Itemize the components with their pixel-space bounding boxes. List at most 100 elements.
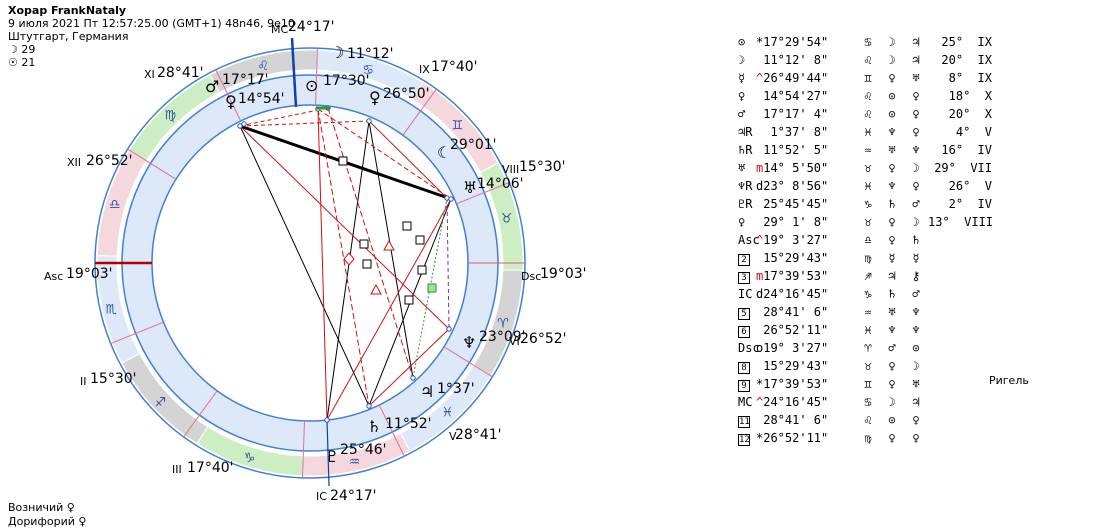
planet-positions-table: ⊙*17°29'54"♋☽♃25° IX☽ 11°12' 8"♌☽♃20° IX…	[738, 33, 994, 447]
row-symbol: ♇R	[738, 197, 753, 211]
zodiac-ring: ♎♍♌♋♊♉♈♓♒♑♐♏	[94, 47, 526, 479]
row-position: d24°16'45"	[756, 287, 829, 301]
row-position: o19° 3'27"	[756, 341, 829, 355]
row-symbol: 2	[738, 249, 756, 267]
row-ruler: ♀	[888, 359, 896, 373]
saturn-glyph[interactable]: ♄	[367, 417, 381, 436]
sun-glyph[interactable]: ⊙	[305, 76, 318, 95]
pluto-degree: 25°46'	[340, 442, 386, 458]
aspect-line	[326, 120, 370, 421]
house-cusp-line	[301, 420, 305, 478]
jupiter-glyph[interactable]: ♃	[420, 382, 434, 401]
neptune-glyph[interactable]: ♆	[462, 333, 476, 352]
table-row: ☽ 11°12' 8"♌☽♃20° IX	[738, 51, 992, 69]
zodiac-sign-glyph: ♉	[501, 211, 513, 226]
house-cusp-line	[315, 48, 319, 106]
row-term: ♀	[912, 179, 920, 193]
row-symbol: Dsc	[738, 341, 760, 355]
house-cusp-line	[127, 148, 177, 180]
aspect-marker-square	[415, 235, 425, 245]
row-sign: ♋	[864, 395, 872, 409]
table-row: ♂ 17°17' 4"♌⊙♀20° X	[738, 105, 992, 123]
venus-glyph[interactable]: ♀	[225, 92, 237, 111]
zodiac-sign-glyph: ♓	[441, 405, 453, 420]
row-ruler: ⊙	[888, 107, 896, 121]
row-sign: ♓	[864, 323, 872, 337]
row-symbol: 9	[738, 375, 756, 393]
row-position: 15°29'43"	[756, 251, 829, 265]
row-ruler: ♀	[888, 377, 896, 391]
row-extra: 13° VIII	[928, 215, 994, 229]
planet-point	[410, 375, 416, 381]
fixed-star-label: Ригель	[989, 374, 1029, 387]
row-term: ♀	[912, 125, 920, 139]
planet-point	[446, 326, 452, 332]
asc-degree: 19°03'	[66, 266, 112, 282]
row-ruler: ☿	[888, 251, 896, 265]
row-symbol: Asc	[738, 233, 760, 247]
row-symbol: IC	[738, 287, 753, 301]
aspect-line	[239, 107, 329, 127]
zodiac-sign-glyph: ♎	[109, 198, 121, 213]
row-ruler: ⊙	[888, 413, 896, 427]
jupiter-degree: 1°37'	[437, 381, 475, 397]
row-position: 14°54'27"	[756, 89, 829, 103]
row-term: ♂	[912, 197, 920, 211]
aspect-line	[317, 108, 328, 421]
table-row: 6 26°52'11"♓♆♆	[738, 321, 992, 339]
aspect-lines	[237, 105, 454, 423]
row-position: 28°41' 6"	[756, 413, 829, 427]
mars-glyph[interactable]: ♂	[205, 77, 219, 96]
star-auriga: Возничий ♀	[8, 501, 75, 514]
venus-degree: 14°54'	[238, 91, 284, 107]
ic-degree: 24°17'	[330, 488, 376, 504]
house-num-9: IX	[419, 63, 430, 76]
house-num-6: VI	[509, 335, 520, 348]
row-position: 25°45'45"	[756, 197, 829, 211]
row-extra: 26° V	[948, 179, 992, 193]
aspect-line	[317, 108, 370, 407]
aspect-line	[327, 107, 414, 379]
house-degree-6: 26°52'	[520, 331, 566, 347]
house-wheel	[95, 37, 525, 487]
planet-point	[366, 118, 372, 124]
moon-glyph[interactable]: ☽	[330, 43, 344, 62]
row-sign: ♌	[864, 107, 872, 121]
lilith-glyph[interactable]: ☾	[437, 143, 451, 162]
row-symbol: 12	[738, 429, 756, 447]
table-row: ♇R 25°45'45"♑♄♂ 2° IV	[738, 195, 992, 213]
row-ruler: ♅	[888, 305, 896, 319]
dsc-label: Dsc	[521, 270, 541, 283]
table-row: 11 28°41' 6"♌⊙♀	[738, 411, 992, 429]
row-position: *17°39'53"	[756, 377, 829, 391]
table-row: ♄R 11°52' 5"♒♅♆16° IV	[738, 141, 992, 159]
house-num-2: II	[80, 375, 87, 388]
row-term: ♀	[912, 431, 920, 445]
row-term: ♆	[912, 323, 920, 337]
row-term: ♄	[912, 233, 920, 247]
row-symbol: MC	[738, 395, 753, 409]
row-term: ☿	[912, 251, 920, 265]
row-sign: ♊	[864, 377, 872, 391]
row-extra: 18° X	[948, 89, 992, 103]
mercury-glyph[interactable]: ♀	[369, 88, 381, 107]
house-number-box: 12	[738, 434, 750, 446]
row-position: 26°52'11"	[756, 323, 829, 337]
row-sign: ♋	[864, 35, 872, 49]
row-sign: ♓	[864, 179, 872, 193]
pluto-glyph[interactable]: ♇	[325, 447, 339, 466]
row-ruler: ♀	[888, 233, 896, 247]
row-term: ☽	[912, 161, 920, 175]
mercury-degree: 26°50'	[383, 86, 429, 102]
table-row: Dsco19° 3'27"♈♂⊙	[738, 339, 992, 357]
uranus-glyph[interactable]: ♅	[463, 178, 477, 197]
row-sign: ♌	[864, 53, 872, 67]
row-symbol: ☿	[738, 71, 746, 85]
aspect-line	[446, 197, 450, 330]
moon-degree: 11°12'	[347, 46, 393, 62]
row-term: ⚷	[911, 269, 921, 283]
row-position: ^26°49'44"	[756, 71, 829, 85]
natal-chart-wheel[interactable]: ♎♍♌♋♊♉♈♓♒♑♐♏ MC 24°17' IC 24°17' Asc 19°…	[0, 0, 730, 529]
table-row: 2 15°29'43"♍☿☿	[738, 249, 992, 267]
